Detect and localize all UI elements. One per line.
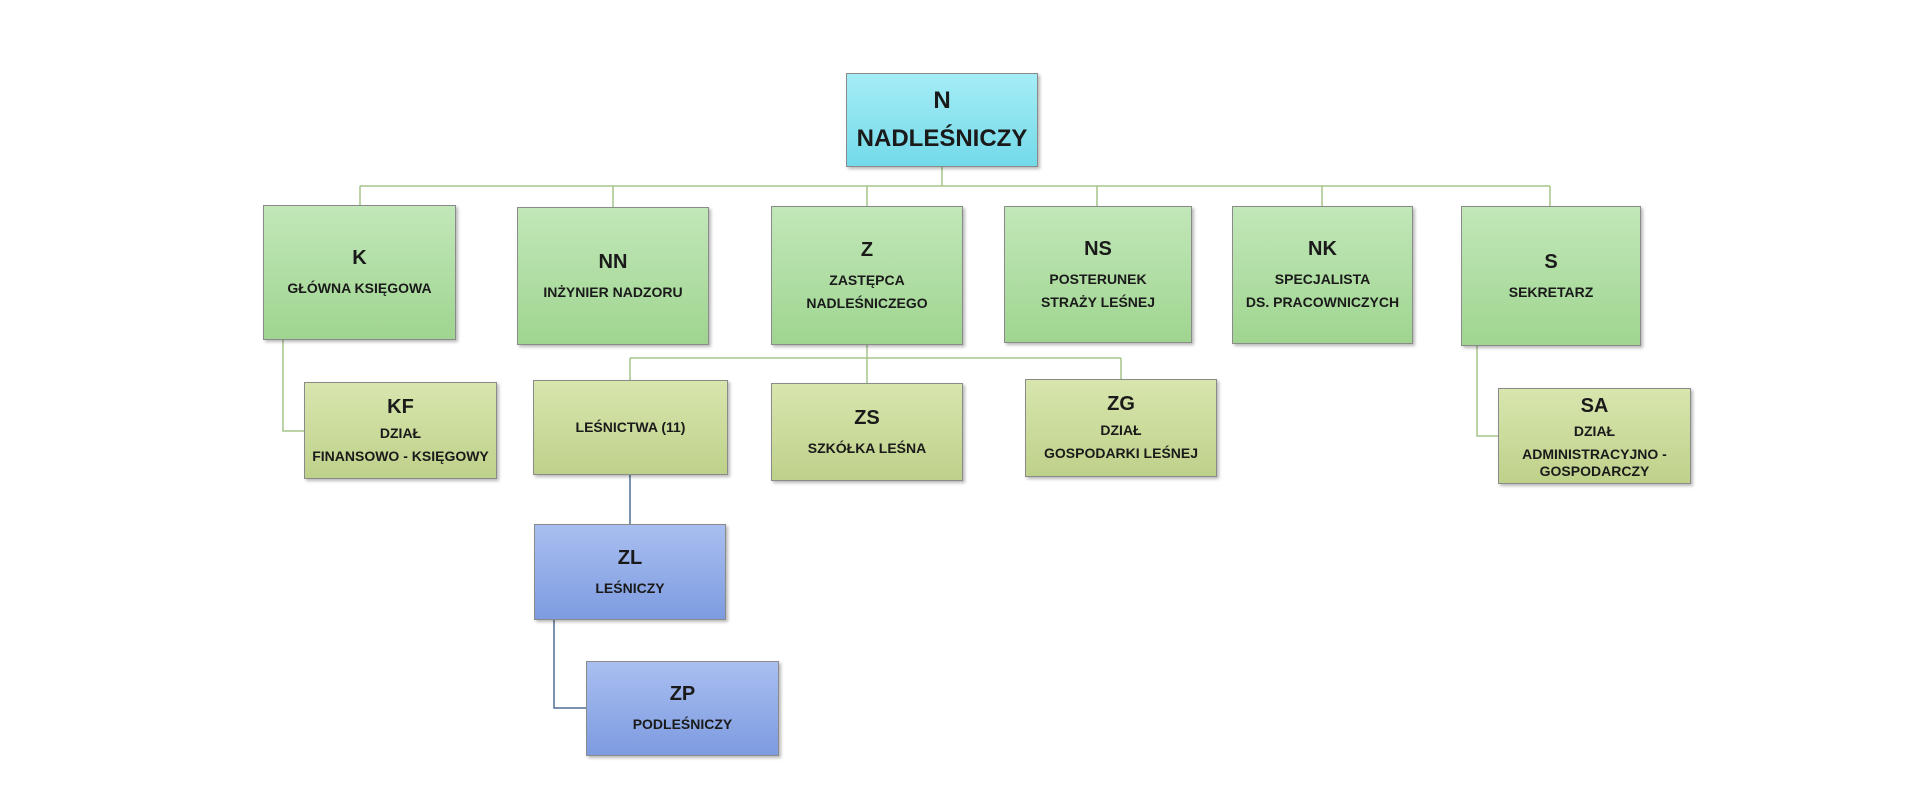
connector-k-to-kf <box>282 340 304 432</box>
node-title-line-2: ADMINISTRACYJNO - <box>1522 445 1667 462</box>
connector-z-to-level2 <box>629 345 1122 383</box>
node-code: SA <box>1580 394 1609 417</box>
node-title-line-2: FINANSOWO - KSIĘGOWY <box>312 447 489 464</box>
node-lesnictwa: LEŚNICTWA (11) <box>533 380 728 475</box>
node-title: SZKÓŁKA LEŚNA <box>807 439 927 456</box>
node-code: KF <box>387 395 414 418</box>
node-title: NADLEŚNICZY <box>856 125 1028 152</box>
node-zs-szkolka-lesna: ZS SZKÓŁKA LEŚNA <box>771 383 963 481</box>
node-title: SEKRETARZ <box>1508 283 1594 300</box>
node-nn-inzynier-nadzoru: NN INŻYNIER NADZORU <box>517 207 709 345</box>
node-sa-dzial-administracyjno-gospodarczy: SA DZIAŁ ADMINISTRACYJNO - GOSPODARCZY <box>1498 388 1691 484</box>
node-title-line-3: GOSPODARCZY <box>1539 462 1650 479</box>
node-s-sekretarz: S SEKRETARZ <box>1461 206 1641 346</box>
node-code: ZP <box>669 683 696 705</box>
node-code: S <box>1544 250 1558 273</box>
node-code: ZS <box>854 406 880 429</box>
node-title-line-1: DZIAŁ <box>1100 422 1142 438</box>
node-title-line-1: DZIAŁ <box>1573 422 1616 439</box>
node-code: ZG <box>1107 393 1135 415</box>
node-title-line-1: SPECJALISTA <box>1274 271 1371 287</box>
node-title-line-2: STRAŻY LEŚNEJ <box>1040 293 1156 310</box>
node-n-nadlesniczy: N NADLEŚNICZY <box>846 73 1038 167</box>
node-ns-posterunek: NS POSTERUNEK STRAŻY LEŚNEJ <box>1004 206 1192 343</box>
node-title-line-1: POSTERUNEK <box>1049 270 1147 287</box>
node-code: NN <box>598 250 628 273</box>
node-title: LEŚNICZY <box>595 579 665 596</box>
connector-zl-to-zp <box>553 620 586 709</box>
node-title: LEŚNICTWA (11) <box>575 419 686 435</box>
connector-n-to-level1 <box>359 167 1551 207</box>
connector-s-to-sa <box>1476 346 1498 437</box>
node-code: K <box>352 247 367 269</box>
node-code: Z <box>860 238 874 261</box>
node-zg-dzial-gospodarki-lesnej: ZG DZIAŁ GOSPODARKI LEŚNEJ <box>1025 379 1217 477</box>
node-zl-lesniczy: ZL LEŚNICZY <box>534 524 726 620</box>
node-code: ZL <box>617 546 643 569</box>
node-code: NK <box>1308 238 1337 260</box>
node-title: INŻYNIER NADZORU <box>543 283 683 300</box>
node-kf-dzial-finansowo-ksiegowy: KF DZIAŁ FINANSOWO - KSIĘGOWY <box>304 382 497 479</box>
node-code: NS <box>1084 237 1112 260</box>
node-code: N <box>933 87 951 114</box>
node-zp-podlesniczy: ZP PODLEŚNICZY <box>586 661 779 756</box>
node-z-zastepca: Z ZASTĘPCA NADLEŚNICZEGO <box>771 206 963 345</box>
node-title-line-2: NADLEŚNICZEGO <box>806 294 928 311</box>
node-title-line-1: ZASTĘPCA <box>829 271 905 288</box>
node-title: GŁÓWNA KSIĘGOWA <box>287 280 432 296</box>
node-title-line-2: GOSPODARKI LEŚNEJ <box>1043 445 1199 461</box>
node-nk-specjalista: NK SPECJALISTA DS. PRACOWNICZYCH <box>1232 206 1413 344</box>
node-k-glowna-ksiegowa: K GŁÓWNA KSIĘGOWA <box>263 205 456 340</box>
node-title: PODLEŚNICZY <box>632 716 733 732</box>
node-title-line-2: DS. PRACOWNICZYCH <box>1245 294 1400 310</box>
node-title-line-1: DZIAŁ <box>379 424 422 441</box>
